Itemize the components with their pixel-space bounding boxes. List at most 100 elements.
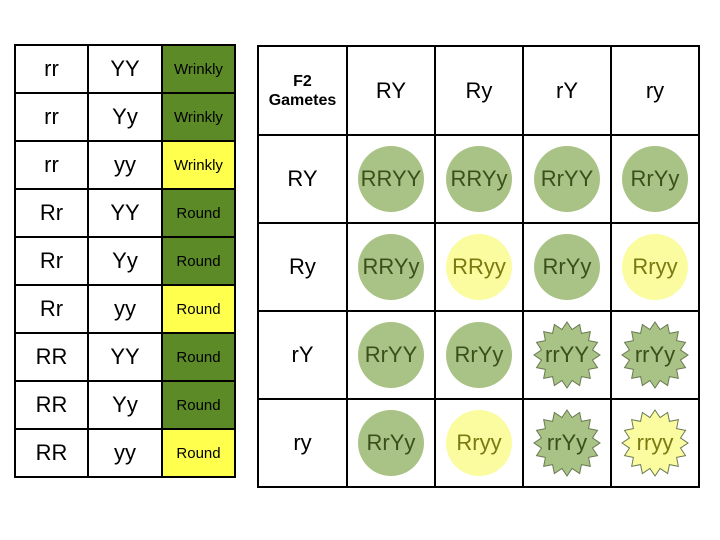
- punnett-cell: RrYy: [434, 310, 524, 400]
- column-gamete-header: rY: [522, 45, 612, 136]
- r-genotype-cell: rr: [14, 44, 89, 94]
- circle-fill: [446, 410, 512, 476]
- punnett-cell: Rryy: [610, 222, 700, 312]
- row-gamete-header: Ry: [257, 222, 348, 312]
- phenotype-cell: Round: [161, 332, 236, 382]
- offspring-genotype: rrYy: [634, 342, 676, 367]
- offspring-genotype: rrYY: [545, 342, 589, 367]
- circle-fill: [446, 234, 512, 300]
- row-gamete-header: rY: [257, 310, 348, 400]
- offspring-genotype: RrYy: [630, 166, 680, 191]
- r-genotype-cell: rr: [14, 140, 89, 190]
- r-genotype-cell: Rr: [14, 284, 89, 334]
- y-genotype-cell: YY: [87, 332, 163, 382]
- circle-shape: [358, 234, 424, 300]
- corner-label-line1: F2: [293, 72, 312, 90]
- y-genotype-cell: yy: [87, 428, 163, 478]
- circle-fill: [358, 146, 424, 212]
- phenotype-cell: Round: [161, 428, 236, 478]
- punnett-cell: rryy: [610, 398, 700, 488]
- r-genotype-cell: RR: [14, 380, 89, 430]
- round-seed-marker: Rryy: [445, 409, 513, 477]
- punnett-cell: RrYY: [346, 310, 436, 400]
- r-genotype-cell: rr: [14, 92, 89, 142]
- y-genotype-cell: Yy: [87, 380, 163, 430]
- star-shape: [533, 321, 601, 389]
- round-seed-marker: RrYy: [533, 233, 601, 301]
- round-seed-marker: RrYY: [357, 321, 425, 389]
- star-shape: [621, 321, 689, 389]
- star-polygon: [621, 321, 689, 389]
- row-gamete-header: RY: [257, 134, 348, 224]
- offspring-genotype: RRYY: [360, 166, 422, 191]
- punnett-cell: rrYY: [522, 310, 612, 400]
- phenotype-cell: Round: [161, 236, 236, 286]
- offspring-genotype: RRYy: [362, 254, 420, 279]
- circle-shape: [358, 146, 424, 212]
- offspring-genotype: RrYy: [454, 342, 504, 367]
- circle-fill: [358, 410, 424, 476]
- offspring-genotype: RrYY: [364, 342, 418, 367]
- punnett-row: RY RRYY RRYy RrYY RrYy: [257, 134, 700, 224]
- row-gamete-header: ry: [257, 398, 348, 488]
- round-seed-marker: RRYY: [357, 145, 425, 213]
- wrinkled-seed-marker: rrYY: [533, 321, 601, 389]
- y-genotype-cell: yy: [87, 140, 163, 190]
- y-genotype-cell: YY: [87, 44, 163, 94]
- offspring-genotype: RRyy: [452, 254, 506, 279]
- circle-fill: [534, 234, 600, 300]
- y-genotype-cell: Yy: [87, 236, 163, 286]
- punnett-cell: RrYY: [522, 134, 612, 224]
- punnett-cell: RRYy: [434, 134, 524, 224]
- punnett-row: Ry RRYy RRyy RrYy Rryy: [257, 222, 700, 312]
- circle-fill: [534, 146, 600, 212]
- round-seed-marker: RRYy: [445, 145, 513, 213]
- round-seed-marker: RrYY: [533, 145, 601, 213]
- r-genotype-cell: RR: [14, 428, 89, 478]
- y-genotype-cell: YY: [87, 188, 163, 238]
- wrinkled-seed-marker: rryy: [621, 409, 689, 477]
- corner-label-line2: Gametes: [268, 91, 337, 109]
- punnett-cell: RrYy: [610, 134, 700, 224]
- star-polygon: [533, 321, 601, 389]
- phenotype-cell: Wrinkly: [161, 140, 236, 190]
- punnett-cell: RRYy: [346, 222, 436, 312]
- circle-fill: [622, 146, 688, 212]
- punnett-cell: Rryy: [434, 398, 524, 488]
- column-gamete-header: Ry: [434, 45, 524, 136]
- star-polygon: [533, 409, 601, 477]
- round-seed-marker: RRyy: [445, 233, 513, 301]
- circle-shape: [446, 322, 512, 388]
- r-genotype-cell: RR: [14, 332, 89, 382]
- circle-shape: [358, 410, 424, 476]
- phenotype-cell: Round: [161, 188, 236, 238]
- phenotype-cell: Round: [161, 284, 236, 334]
- circle-fill: [446, 146, 512, 212]
- circle-shape: [446, 234, 512, 300]
- round-seed-marker: RRYy: [357, 233, 425, 301]
- circle-shape: [622, 146, 688, 212]
- punnett-cell: RrYy: [346, 398, 436, 488]
- offspring-genotype: rrYy: [546, 430, 588, 455]
- wrinkled-seed-marker: rrYy: [621, 321, 689, 389]
- punnett-cell: rrYy: [610, 310, 700, 400]
- circle-fill: [358, 322, 424, 388]
- offspring-genotype: Rryy: [632, 254, 678, 279]
- column-gamete-header: RY: [346, 45, 436, 136]
- r-genotype-cell: Rr: [14, 188, 89, 238]
- punnett-cell: RrYy: [522, 222, 612, 312]
- phenotype-cell: Wrinkly: [161, 92, 236, 142]
- star-polygon: [621, 409, 689, 477]
- offspring-genotype: RrYy: [542, 254, 592, 279]
